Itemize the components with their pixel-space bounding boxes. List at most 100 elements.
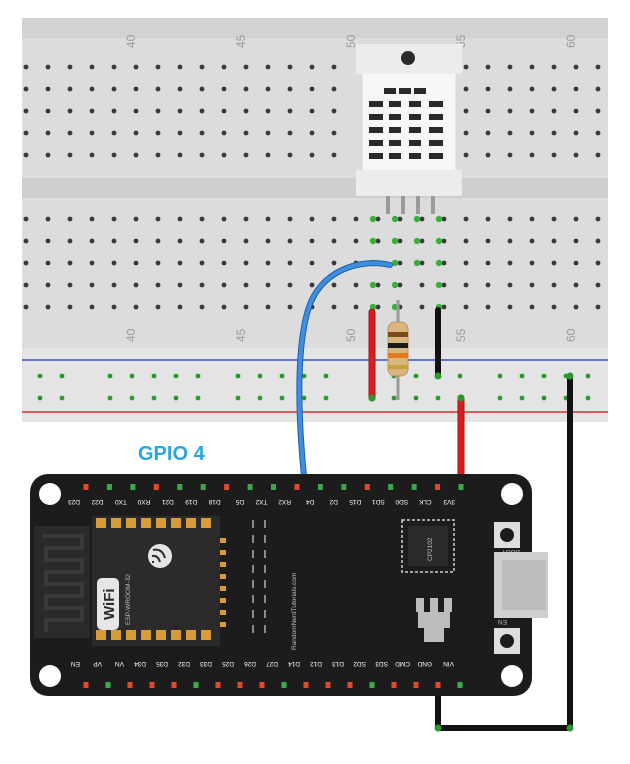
connected-holes bbox=[369, 215, 443, 311]
module-pad bbox=[220, 562, 226, 567]
breadboard-hole bbox=[331, 130, 337, 136]
breadboard-hole bbox=[573, 108, 579, 114]
breadboard-hole bbox=[309, 152, 315, 158]
pin-label-bottom: D34 bbox=[134, 660, 146, 667]
breadboard-hole bbox=[89, 304, 95, 310]
breadboard-hole bbox=[23, 108, 29, 114]
breadboard-hole bbox=[89, 86, 95, 92]
breadboard-hole bbox=[155, 282, 161, 288]
breadboard-hole bbox=[155, 86, 161, 92]
breadboard-hole bbox=[595, 130, 601, 136]
pin-label-top: RX0 bbox=[137, 498, 150, 505]
trace-segment bbox=[264, 550, 266, 558]
header-pin bbox=[271, 484, 276, 490]
header-pin bbox=[303, 682, 309, 688]
en-button-label: EN bbox=[498, 618, 507, 625]
breadboard-hole bbox=[507, 130, 513, 136]
breadboard-hole bbox=[23, 238, 29, 244]
breadboard-hole bbox=[353, 238, 359, 244]
breadboard-hole bbox=[221, 304, 227, 310]
connected-hole bbox=[413, 259, 421, 267]
connected-hole bbox=[391, 215, 399, 223]
module-pad bbox=[141, 518, 151, 528]
pin-label-top: D2 bbox=[329, 498, 338, 505]
breadboard-hole bbox=[265, 108, 271, 114]
breadboard-hole bbox=[45, 216, 51, 222]
wires bbox=[296, 260, 574, 732]
breadboard-hole bbox=[331, 304, 337, 310]
breadboard-hole bbox=[595, 216, 601, 222]
module-pad bbox=[171, 630, 181, 640]
pin-label-top: RX2 bbox=[278, 498, 291, 505]
rail-hole bbox=[59, 395, 65, 401]
breadboard-hole bbox=[243, 238, 249, 244]
breadboard-hole bbox=[331, 64, 337, 70]
breadboard-hole bbox=[155, 108, 161, 114]
breadboard-hole bbox=[287, 108, 293, 114]
breadboard-hole bbox=[595, 260, 601, 266]
header-pin bbox=[237, 682, 243, 688]
breadboard-hole bbox=[551, 282, 557, 288]
breadboard-hole bbox=[45, 304, 51, 310]
rail-hole bbox=[37, 395, 43, 401]
header-pin bbox=[369, 682, 375, 688]
module-pad bbox=[156, 630, 166, 640]
connected-hole bbox=[369, 215, 377, 223]
breadboard-hole bbox=[23, 282, 29, 288]
boot-button-label: BOOT bbox=[502, 548, 520, 555]
module-pad bbox=[111, 630, 121, 640]
grille-slot bbox=[409, 127, 421, 133]
breadboard-hole bbox=[155, 64, 161, 70]
breadboard-hole bbox=[111, 282, 117, 288]
breadboard-hole bbox=[529, 152, 535, 158]
rail-hole bbox=[301, 373, 307, 379]
breadboard-hole bbox=[551, 152, 557, 158]
breadboard-hole bbox=[243, 260, 249, 266]
wifi-logo-text: WiFi bbox=[101, 588, 118, 620]
header-pin bbox=[149, 682, 155, 688]
breadboard-hole bbox=[287, 152, 293, 158]
rail-hole bbox=[173, 373, 179, 379]
breadboard-hole bbox=[199, 260, 205, 266]
trace-segment bbox=[264, 565, 266, 573]
pin-label-bottom: EN bbox=[71, 660, 80, 667]
grille-slot bbox=[429, 114, 443, 120]
breadboard-hole bbox=[89, 108, 95, 114]
breadboard-hole bbox=[463, 86, 469, 92]
header-pin bbox=[259, 682, 265, 688]
breadboard-hole bbox=[529, 282, 535, 288]
breadboard-hole bbox=[111, 260, 117, 266]
module-pad bbox=[126, 518, 136, 528]
connected-hole bbox=[435, 215, 443, 223]
breadboard-hole bbox=[23, 216, 29, 222]
pin-label-top: D23 bbox=[68, 498, 80, 505]
breadboard-hole bbox=[199, 108, 205, 114]
module-pads bbox=[96, 518, 226, 640]
breadboard-hole bbox=[67, 152, 73, 158]
header-pin bbox=[130, 484, 136, 490]
breadboard-hole bbox=[199, 152, 205, 158]
connected-hole bbox=[413, 215, 421, 223]
breadboard-hole bbox=[507, 260, 513, 266]
breadboard-hole bbox=[89, 260, 95, 266]
breadboard-hole bbox=[89, 64, 95, 70]
breadboard-hole bbox=[265, 130, 271, 136]
header-pin bbox=[224, 484, 230, 490]
breadboard-hole bbox=[463, 282, 469, 288]
breadboard-hole bbox=[199, 64, 205, 70]
rail-hole bbox=[151, 395, 157, 401]
breadboard-hole bbox=[551, 238, 557, 244]
header-pin bbox=[347, 682, 353, 688]
pin-label-top: D4 bbox=[306, 498, 315, 505]
resistor-band-black bbox=[388, 343, 408, 348]
breadboard-hole bbox=[133, 152, 139, 158]
breadboard-hole bbox=[133, 86, 139, 92]
breadboard-hole bbox=[485, 238, 491, 244]
breadboard-hole bbox=[551, 216, 557, 222]
grille-slot bbox=[409, 140, 421, 146]
breadboard-hole bbox=[463, 130, 469, 136]
breadboard-hole bbox=[177, 238, 183, 244]
rail-hole bbox=[129, 373, 135, 379]
breadboard-hole bbox=[463, 108, 469, 114]
rail-hole bbox=[497, 395, 503, 401]
